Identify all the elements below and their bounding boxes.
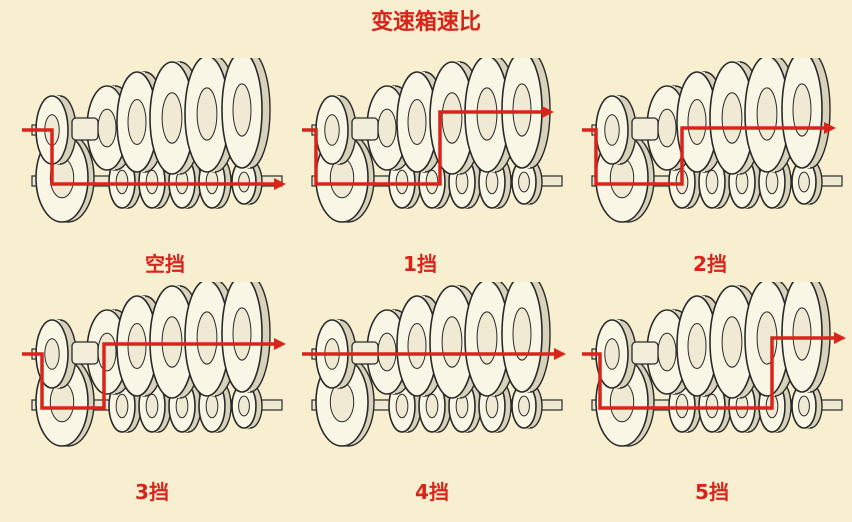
input-hub <box>632 342 658 364</box>
input-hub <box>72 342 98 364</box>
upper-gear-0 <box>316 96 356 164</box>
upper-gear-0 <box>596 96 636 164</box>
gear-label-4: 4挡 <box>372 476 492 505</box>
power-flow-arrowhead <box>834 332 846 344</box>
upper-gear-5 <box>502 282 550 392</box>
gearbox-drawing-4 <box>292 282 572 472</box>
power-flow-arrowhead <box>554 348 566 360</box>
input-hub <box>72 118 98 140</box>
power-flow-arrowhead <box>274 338 286 350</box>
input-hub <box>352 118 378 140</box>
upper-gear-5 <box>782 58 830 168</box>
upper-gear-0 <box>596 320 636 388</box>
gearbox-drawing-3 <box>12 282 292 472</box>
gear-label-neutral: 空挡 <box>105 248 225 277</box>
gearbox-drawing-5 <box>572 282 852 472</box>
gear-label-1: 1挡 <box>360 248 480 277</box>
upper-gear-5 <box>222 282 270 392</box>
gearbox-drawing-2 <box>572 58 852 248</box>
upper-gear-5 <box>222 58 270 168</box>
gear-label-3: 3挡 <box>92 476 212 505</box>
diagram-title: 变速箱速比 <box>0 4 852 36</box>
gearbox-drawing-1 <box>292 58 572 248</box>
gear-label-5: 5挡 <box>652 476 772 505</box>
input-hub <box>632 118 658 140</box>
gearbox-drawing-neutral <box>12 58 292 248</box>
gear-label-2: 2挡 <box>650 248 770 277</box>
